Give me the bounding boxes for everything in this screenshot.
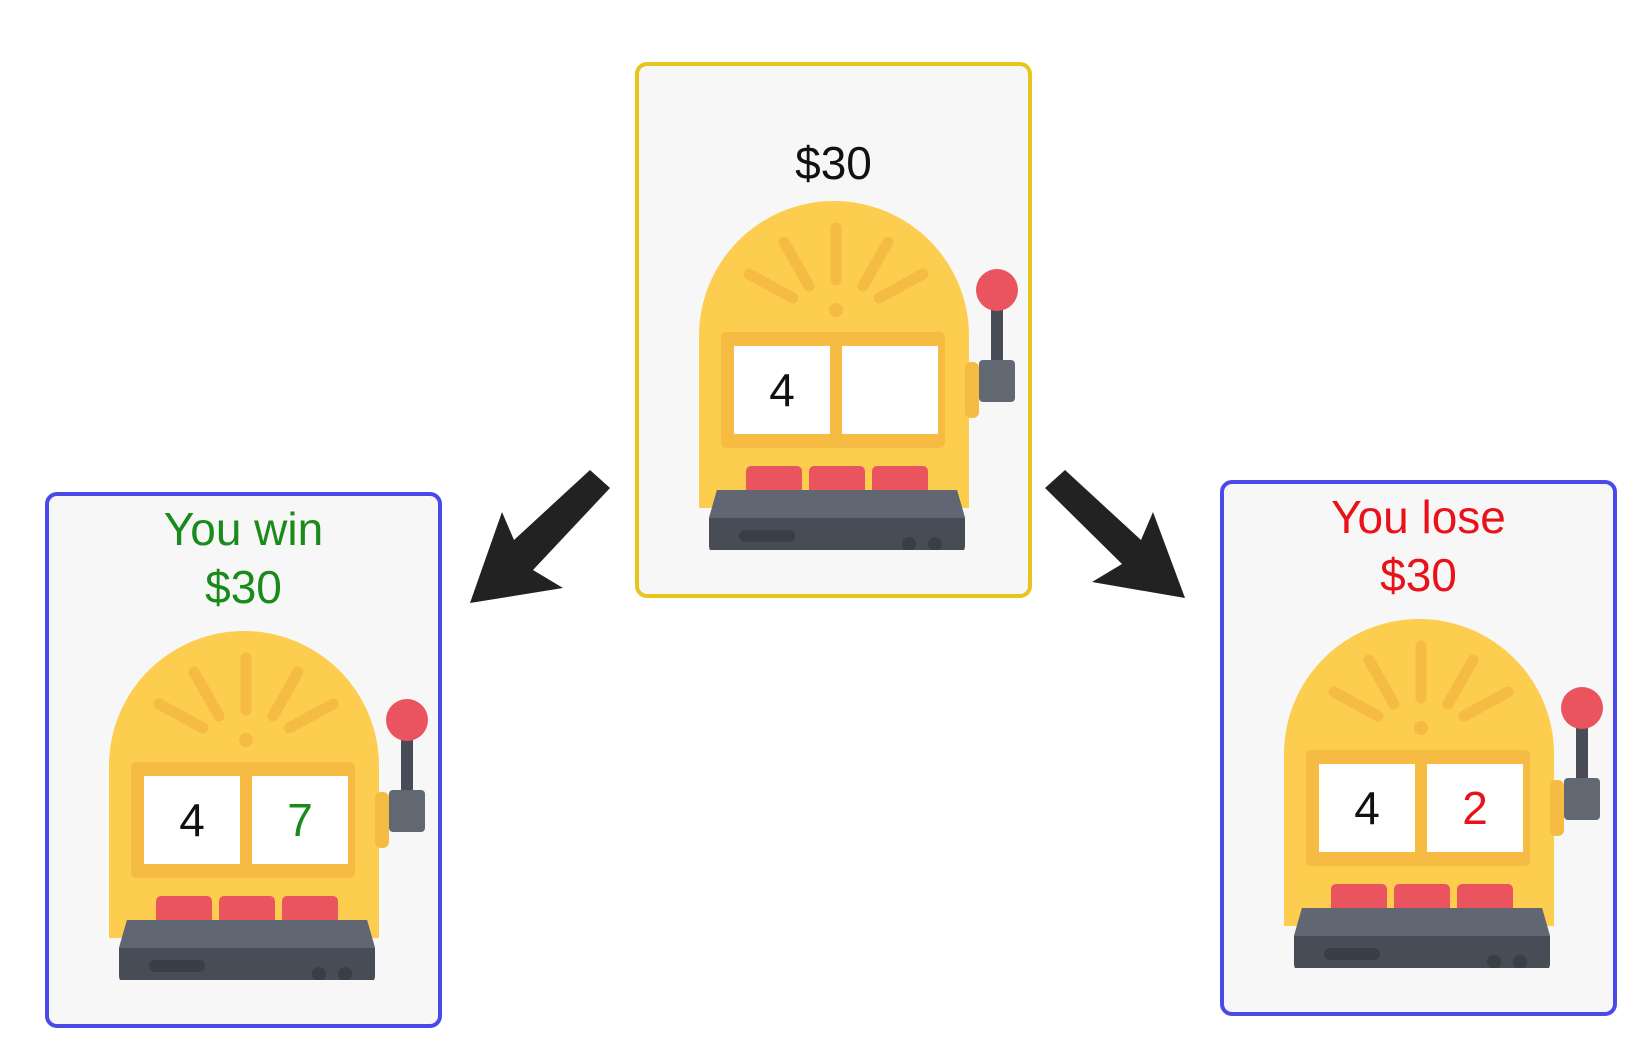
win-heading: You win $30	[163, 503, 324, 613]
slot-machine-icon: 4 2	[1274, 618, 1614, 970]
reel-2-value	[842, 346, 938, 434]
lose-heading: You lose $30	[1331, 491, 1506, 601]
start-card: $30 4	[635, 62, 1032, 598]
arrow-to-win-icon	[470, 470, 610, 603]
reel-1-value: 4	[1354, 782, 1380, 834]
reel-2-value: 7	[287, 794, 313, 846]
slot-machine-icon: 4 7	[99, 630, 439, 982]
slot-machine-icon: 4	[689, 200, 1029, 552]
arrow-to-lose-icon	[1045, 470, 1185, 598]
reel-1-value: 4	[769, 364, 795, 416]
reel-2-value: 2	[1462, 782, 1488, 834]
lose-outcome-card: You lose $30 4 2	[1220, 480, 1617, 1016]
win-outcome-card: You win $30 4 7	[45, 492, 442, 1028]
start-amount: $30	[795, 137, 872, 189]
reel-1-value: 4	[179, 794, 205, 846]
